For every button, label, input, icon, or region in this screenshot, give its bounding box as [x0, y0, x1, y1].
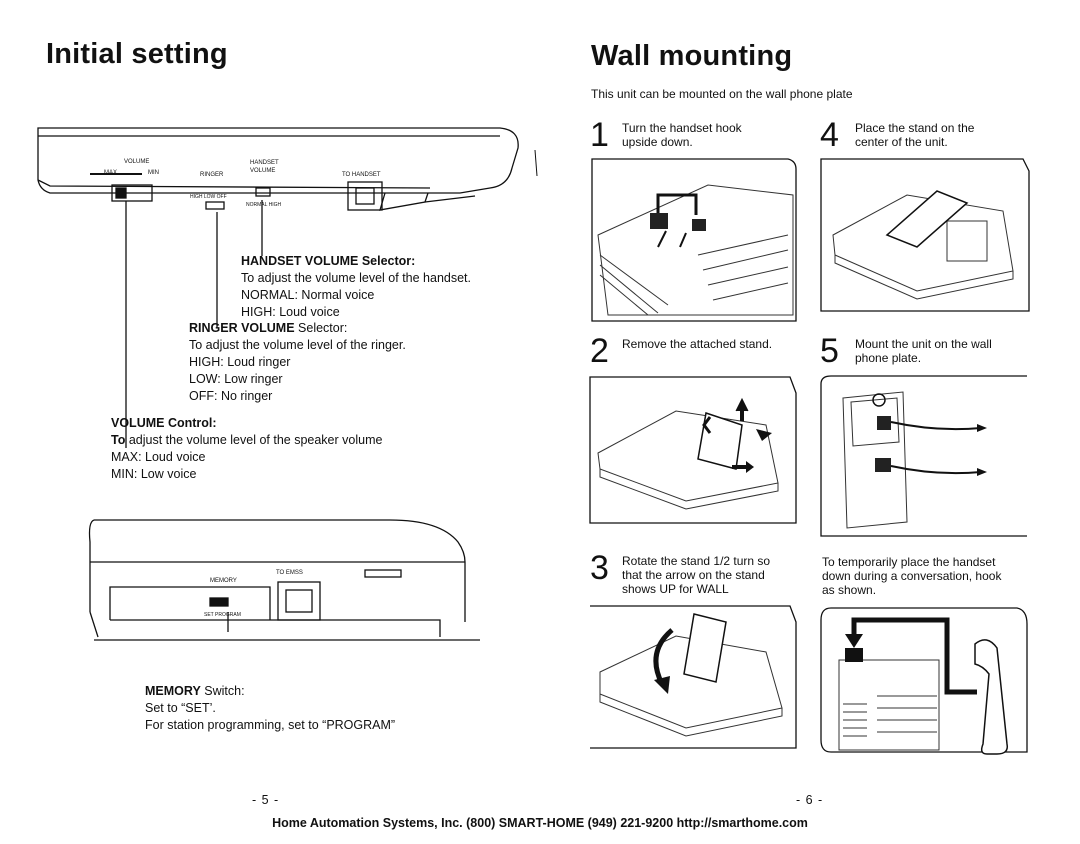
handset-volume-line: HIGH: Loud voice: [241, 305, 340, 319]
step-4-illustration: [820, 158, 1030, 312]
volume-control-first-rest: adjust the volume level of the speaker v…: [125, 433, 383, 447]
page-number-right: - 6 -: [796, 793, 824, 807]
volume-control-line: MIN: Low voice: [111, 467, 197, 481]
handset-hook-illustration: [820, 607, 1028, 755]
handset-volume-line: To adjust the volume level of the handse…: [241, 271, 472, 285]
ringer-volume-line: To adjust the volume level of the ringer…: [189, 338, 406, 352]
step-line: Rotate the stand 1/2 turn so: [622, 554, 771, 568]
memory-line: For station programming, set to “PROGRAM…: [145, 718, 396, 732]
step-2-illustration: [589, 376, 797, 524]
ringer-label: RINGER: [200, 172, 224, 178]
handset-volume-line: NORMAL: Normal voice: [241, 288, 375, 302]
step-text: Rotate the stand 1/2 turn so that the ar…: [622, 554, 770, 596]
step-5-illustration: [820, 375, 1027, 537]
handset-volume-heading: HANDSET VOLUME Selector:: [241, 254, 416, 268]
handset-label: HANDSET: [250, 160, 279, 166]
handset-hook-note: To temporarily place the handset down du…: [822, 555, 1001, 597]
step-text: Turn the handset hook upside down.: [622, 121, 742, 149]
step-line: shows UP for WALL: [622, 582, 729, 596]
memory-heading-rest: Switch:: [200, 684, 245, 698]
step-line: center of the unit.: [855, 135, 948, 149]
volume-control-heading: VOLUME Control:: [111, 416, 217, 430]
step-line: Turn the handset hook: [622, 121, 742, 135]
step-line: Mount the unit on the wall: [855, 337, 992, 351]
step-line: phone plate.: [855, 351, 922, 365]
note-line: as shown.: [822, 583, 877, 597]
memory-label: MEMORY: [210, 578, 237, 584]
phone-side-diagram: VOLUME MAX MIN RINGER HANDSET VOLUME TO …: [37, 127, 538, 448]
step-3-illustration: [590, 605, 797, 749]
step-line: Remove the attached stand.: [622, 337, 773, 351]
step-number: 2: [590, 332, 609, 370]
page-title-initial-setting: Initial setting: [46, 38, 228, 70]
phone-rear-diagram: MEMORY TO EMSS SET PROGRAM: [88, 519, 480, 641]
volume-control-first-bold: To: [111, 433, 126, 447]
step-line: Place the stand on the: [855, 121, 975, 135]
handset-volume-label: VOLUME: [250, 168, 275, 174]
step-line: upside down.: [622, 135, 693, 149]
step-1-illustration: [591, 158, 797, 322]
ringer-volume-line: LOW: Low ringer: [189, 372, 283, 386]
to-emss-label: TO EMSS: [276, 570, 303, 576]
min-label: MIN: [148, 170, 159, 176]
footer-text: Home Automation Systems, Inc. (800) SMAR…: [272, 816, 808, 830]
step-number: 5: [820, 332, 839, 370]
step-line: that the arrow on the stand: [622, 568, 765, 582]
ringer-volume-line: HIGH: Loud ringer: [189, 355, 291, 369]
ringer-volume-text: RINGER VOLUME Selector: To adjust the vo…: [189, 320, 406, 405]
ringer-volume-line: OFF: No ringer: [189, 389, 273, 403]
memory-line: Set to “SET’.: [145, 701, 216, 715]
ringer-volume-heading-rest: Selector:: [294, 321, 348, 335]
volume-control-line: MAX: Loud voice: [111, 450, 206, 464]
note-line: down during a conversation, hook: [822, 569, 1002, 583]
handset-switch-label: NORMAL HIGH: [246, 202, 281, 208]
wall-mounting-intro: This unit can be mounted on the wall pho…: [591, 87, 853, 101]
volume-control-text: VOLUME Control: To adjust the volume lev…: [111, 415, 382, 483]
step-number: 3: [590, 549, 609, 587]
ringer-volume-heading: RINGER VOLUME: [189, 321, 295, 335]
step-number: 4: [820, 116, 839, 154]
volume-label: VOLUME: [124, 159, 149, 165]
page-title-wall-mounting: Wall mounting: [591, 40, 793, 72]
memory-switch-label: SET PROGRAM: [204, 612, 241, 618]
step-text: Remove the attached stand.: [622, 337, 772, 351]
to-handset-label: TO HANDSET: [342, 172, 381, 178]
step-text: Place the stand on the center of the uni…: [855, 121, 974, 149]
step-text: Mount the unit on the wall phone plate.: [855, 337, 992, 365]
memory-text: MEMORY Switch: Set to “SET’. For station…: [145, 683, 395, 734]
step-number: 1: [590, 116, 609, 154]
page-number-left: - 5 -: [252, 793, 280, 807]
memory-heading: MEMORY: [145, 684, 201, 698]
handset-volume-text: HANDSET VOLUME Selector: To adjust the v…: [241, 253, 471, 321]
note-line: To temporarily place the handset: [822, 555, 996, 569]
ringer-switch-label: HIGH LOW OFF: [190, 194, 227, 200]
